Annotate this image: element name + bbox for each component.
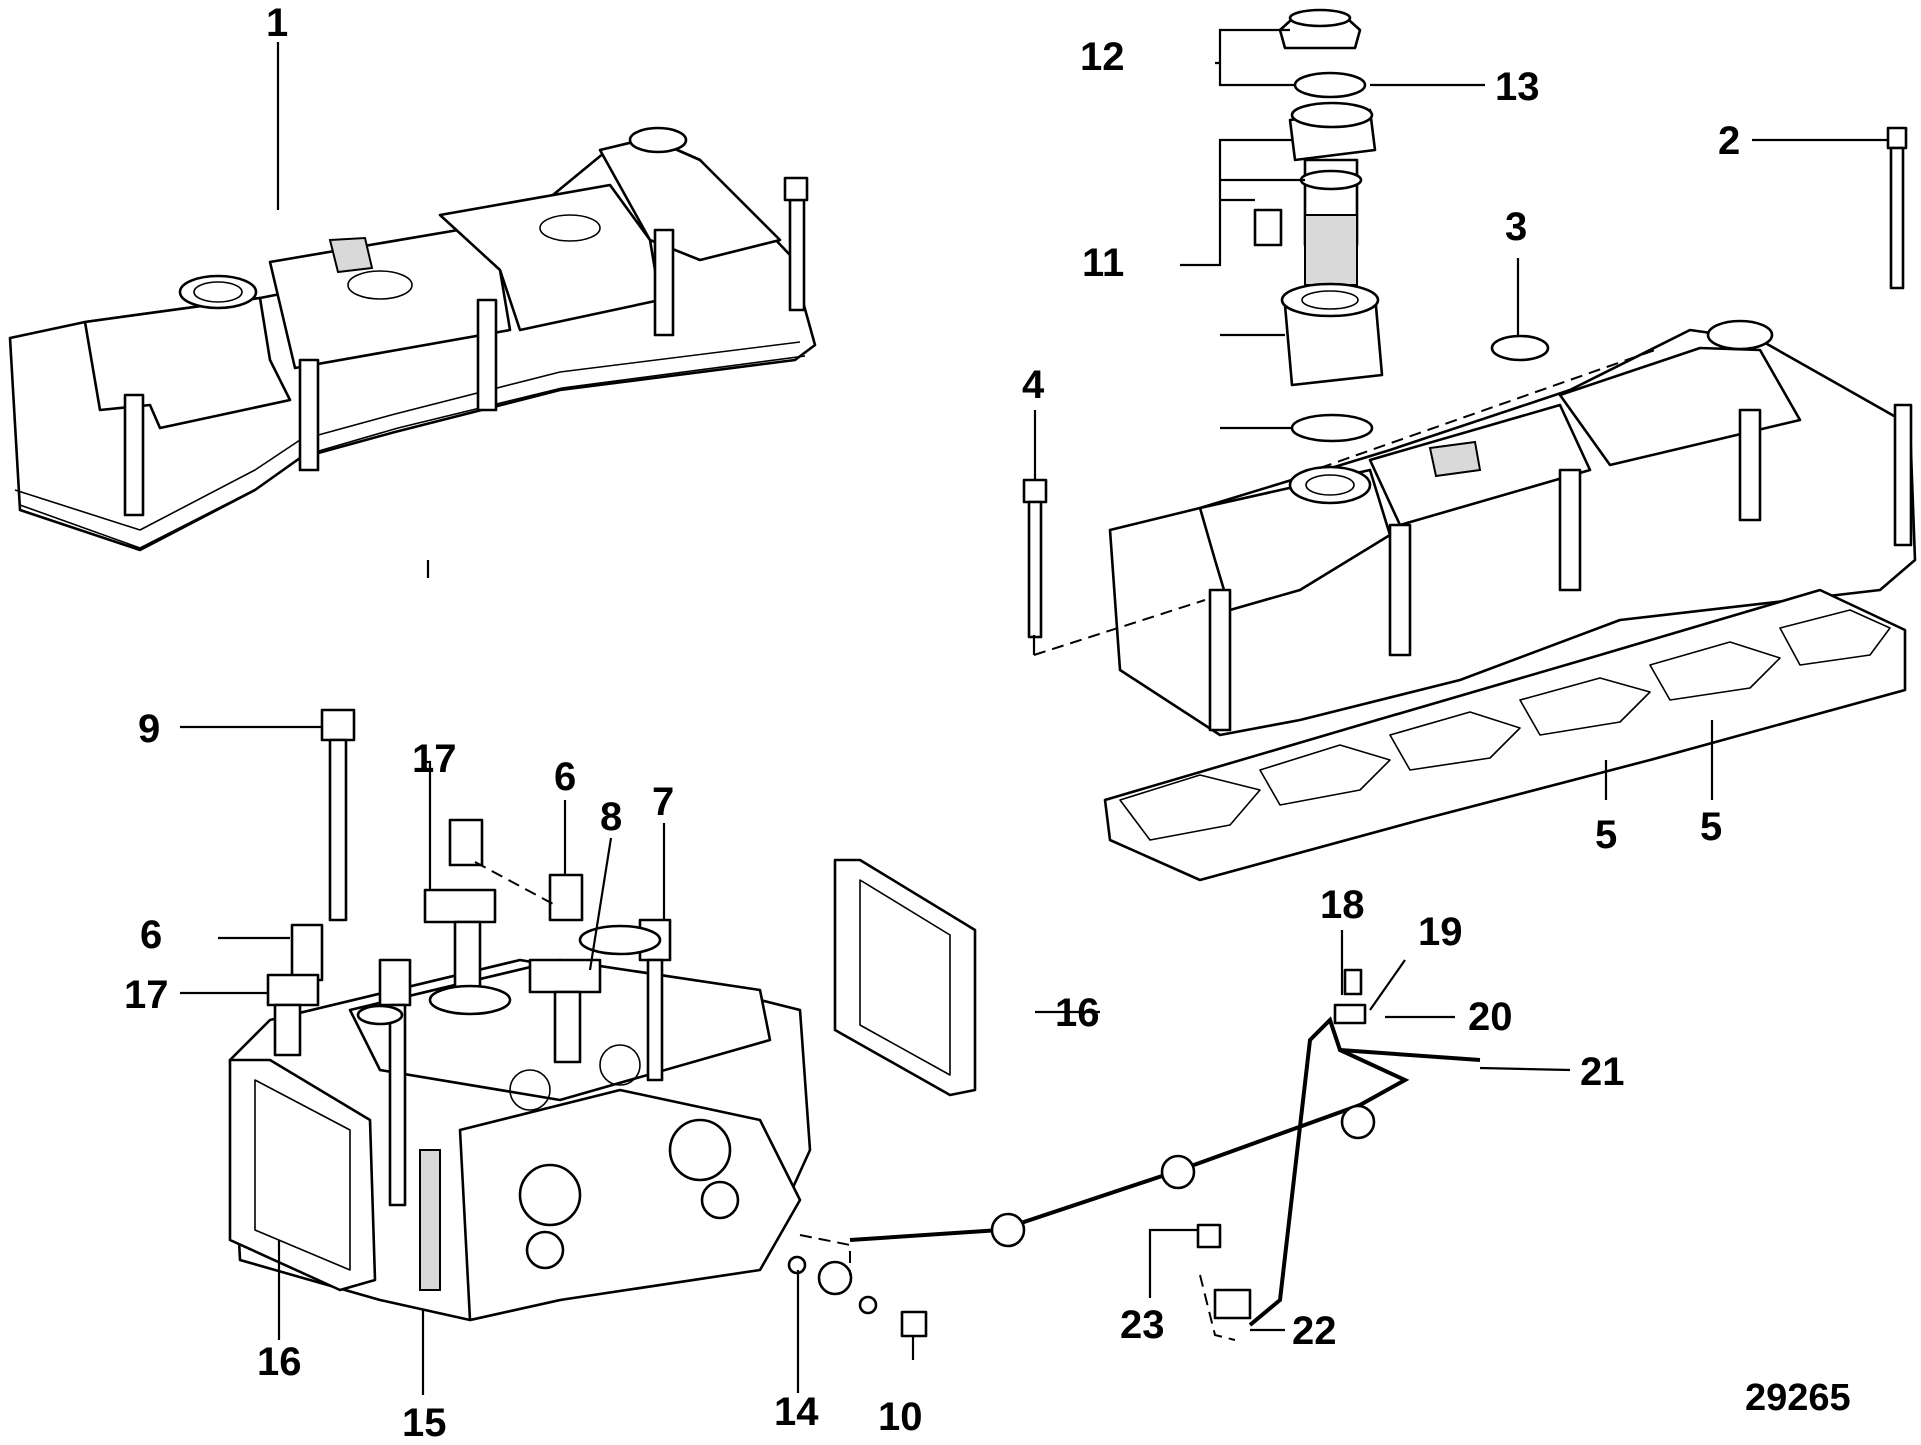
callout-9: 9 bbox=[138, 707, 160, 751]
callout-14: 14 bbox=[774, 1390, 819, 1434]
bolt-4 bbox=[1022, 478, 1048, 639]
callout-1: 1 bbox=[266, 1, 288, 45]
alignment-lines bbox=[474, 349, 1656, 1341]
callout-5b: 5 bbox=[1700, 805, 1722, 849]
callout-12: 12 bbox=[1080, 35, 1125, 79]
oil-line bbox=[787, 968, 1481, 1338]
callout-6a: 6 bbox=[554, 755, 576, 799]
callout-23: 23 bbox=[1120, 1303, 1165, 1347]
callout-7: 7 bbox=[652, 780, 674, 824]
valve-cover-assembled bbox=[8, 126, 817, 552]
oil-filler-cap-stack bbox=[1253, 8, 1550, 443]
callouts: 1 2 3 4 5 5 6 6 7 8 9 10 11 12 13 14 15 … bbox=[124, 1, 1851, 1445]
callout-13: 13 bbox=[1495, 65, 1540, 109]
callout-3: 3 bbox=[1505, 205, 1527, 249]
callout-6b: 6 bbox=[140, 913, 162, 957]
figure-number: 29265 bbox=[1745, 1377, 1851, 1419]
callout-20: 20 bbox=[1468, 995, 1513, 1039]
callout-17a: 17 bbox=[412, 737, 457, 781]
injectors bbox=[266, 818, 672, 1207]
valve-cover-exploded bbox=[1108, 319, 1917, 737]
callout-2: 2 bbox=[1718, 119, 1740, 163]
callout-15: 15 bbox=[402, 1401, 447, 1440]
callout-21: 21 bbox=[1580, 1050, 1625, 1094]
callout-19: 19 bbox=[1418, 910, 1463, 954]
callout-16a: 16 bbox=[1055, 991, 1100, 1035]
bolt-2 bbox=[1886, 126, 1908, 290]
valve-cover-gasket bbox=[1103, 588, 1907, 882]
callout-10: 10 bbox=[878, 1395, 923, 1439]
callout-4: 4 bbox=[1022, 363, 1045, 407]
callout-17b: 17 bbox=[124, 973, 169, 1017]
leader-lines bbox=[180, 28, 1888, 1395]
callout-5a: 5 bbox=[1595, 813, 1617, 857]
side-cover-right bbox=[833, 858, 977, 1097]
callout-16b: 16 bbox=[257, 1340, 302, 1384]
callout-8: 8 bbox=[600, 795, 622, 839]
callout-22: 22 bbox=[1292, 1309, 1337, 1353]
callout-11: 11 bbox=[1082, 241, 1124, 285]
callout-18: 18 bbox=[1320, 883, 1365, 927]
bolt-9 bbox=[320, 708, 356, 922]
side-cover-left bbox=[228, 1058, 377, 1292]
